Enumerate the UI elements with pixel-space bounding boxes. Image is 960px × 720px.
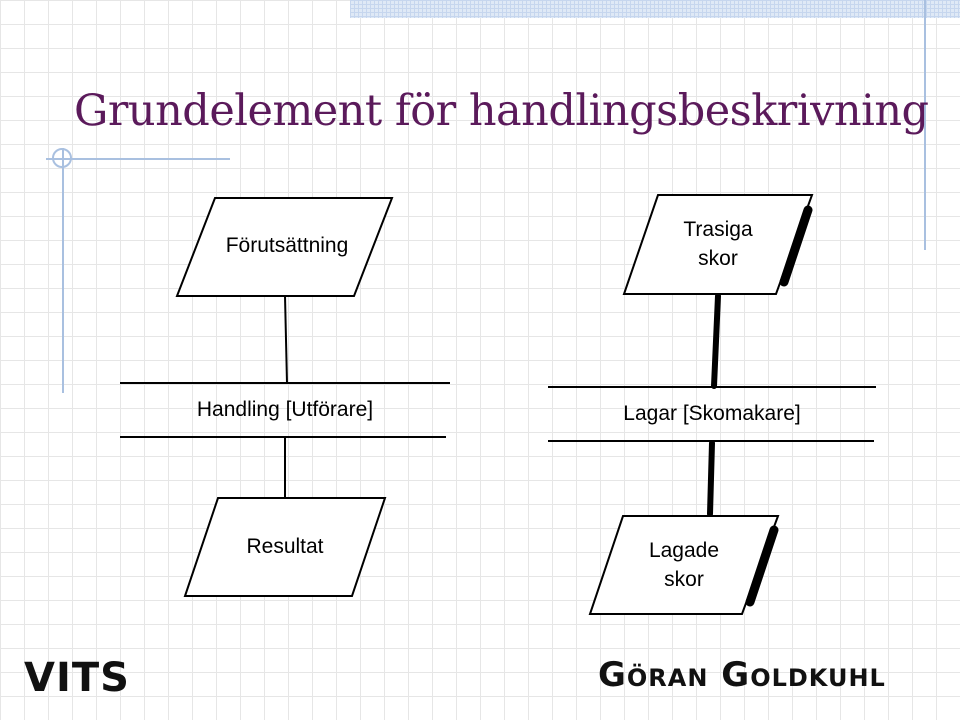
crosshair-icon <box>52 148 72 168</box>
right-connector-bottom <box>707 440 715 517</box>
slide-title: Grundelement för handlingsbeskrivning <box>74 86 929 136</box>
left-result-shape <box>183 497 387 597</box>
right-precondition-bold-stroke <box>779 205 813 287</box>
right-precondition-label-line2: skor <box>698 247 738 270</box>
right-result-label-line2: skor <box>664 568 704 591</box>
left-connector-top <box>284 295 288 384</box>
right-result-label-line1: Lagade <box>648 539 720 562</box>
left-action-label: Handling [Utförare] <box>196 398 374 421</box>
right-decor-rule <box>924 0 926 250</box>
title-underline-rule <box>46 158 230 160</box>
right-result-bold-stroke <box>745 525 779 607</box>
author-logo: Göran Goldkuhl <box>598 655 886 695</box>
right-result-shape <box>588 515 780 615</box>
left-decor-rule <box>62 148 64 393</box>
right-action-label: Lagar [Skomakare] <box>623 402 801 425</box>
right-precondition-shape <box>622 194 814 295</box>
vits-logo: VITS <box>24 655 130 701</box>
top-decor-band <box>350 0 960 18</box>
right-precondition-label-line1: Trasiga <box>683 218 753 241</box>
left-result-label: Resultat <box>246 535 324 558</box>
left-precondition-shape <box>175 197 394 297</box>
left-precondition-label: Förutsättning <box>225 234 349 257</box>
right-connector-top <box>711 293 721 389</box>
